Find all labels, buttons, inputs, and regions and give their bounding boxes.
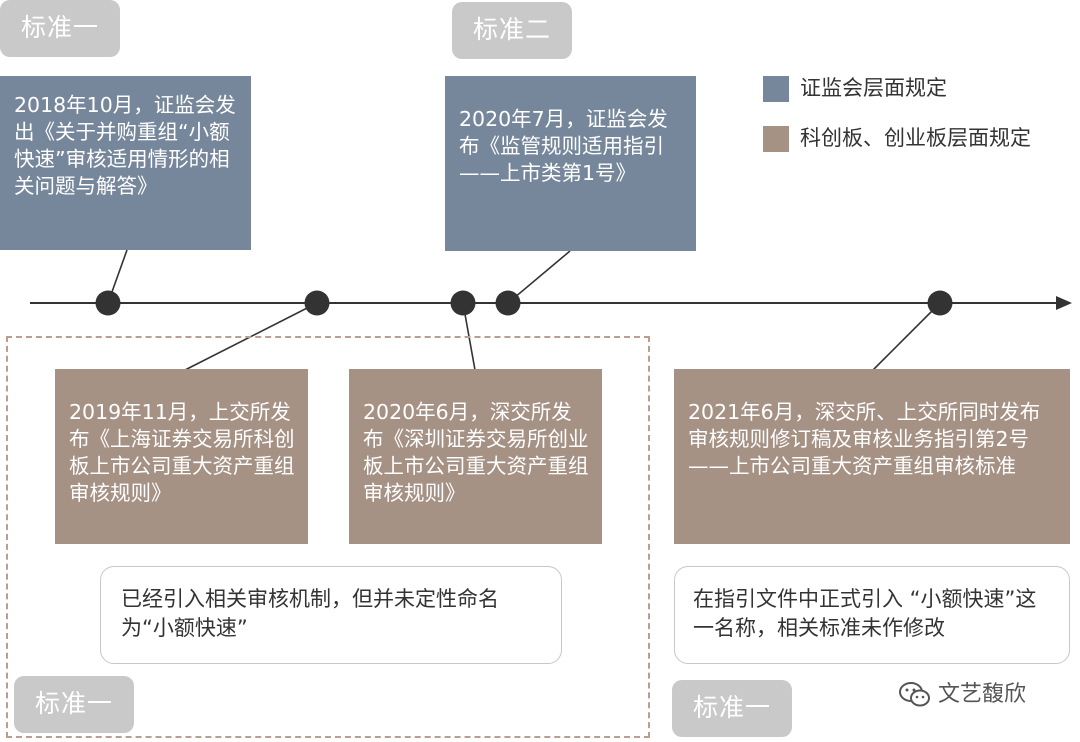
- timeline-dot-2020-7: [495, 290, 521, 316]
- timeline-arrow-head: [1056, 296, 1072, 310]
- event-box-2018-10: 2018年10月，证监会发出《关于并购重组“小额快速”审核适用情形的相关问题与解…: [0, 76, 251, 250]
- tag-standard1-bottom-right: 标准一: [672, 680, 792, 737]
- event-box-2021-6: 2021年6月，深交所、上交所同时发布审核规则修订稿及审核业务指引第2号——上市…: [674, 369, 1070, 544]
- tag-standard2-top: 标准二: [452, 2, 572, 59]
- legend-label-board: 科创板、创业板层面规定: [800, 126, 1031, 150]
- timeline-dot-2019: [304, 290, 330, 316]
- tag-standard1-bottom-left: 标准一: [14, 676, 134, 733]
- watermark-text: 文艺馥欣: [938, 682, 1027, 707]
- tag-standard1-top: 标准一: [0, 0, 120, 57]
- event-box-2020-7: 2020年7月，证监会发布《监管规则适用指引——上市类第1号》: [445, 76, 696, 251]
- note-right: 在指引文件中正式引入 “小额快速”这一名称，相关标准未作修改: [674, 566, 1070, 664]
- event-box-2020-6: 2020年6月，深交所发布《深圳证券交易所创业板上市公司重大资产重组审核规则》: [349, 369, 602, 544]
- event-box-2019-11: 2019年11月，上交所发布《上海证券交易所科创板上市公司重大资产重组审核规则》: [55, 369, 308, 544]
- wechat-logo-icon: [898, 680, 932, 714]
- legend-label-csrc: 证监会层面规定: [800, 76, 947, 100]
- timeline-dot-2021: [927, 290, 953, 316]
- connector-2020-7: [507, 250, 571, 304]
- legend-swatch-csrc: [763, 76, 789, 102]
- timeline-dot-2018: [95, 290, 121, 316]
- timeline-dot-2020-6: [450, 290, 476, 316]
- connector-2021: [872, 302, 941, 371]
- note-left: 已经引入相关审核机制，但并未定性命名为“小额快速”: [100, 566, 562, 664]
- legend-swatch-board: [763, 126, 789, 152]
- standard1-group-border: [6, 336, 650, 738]
